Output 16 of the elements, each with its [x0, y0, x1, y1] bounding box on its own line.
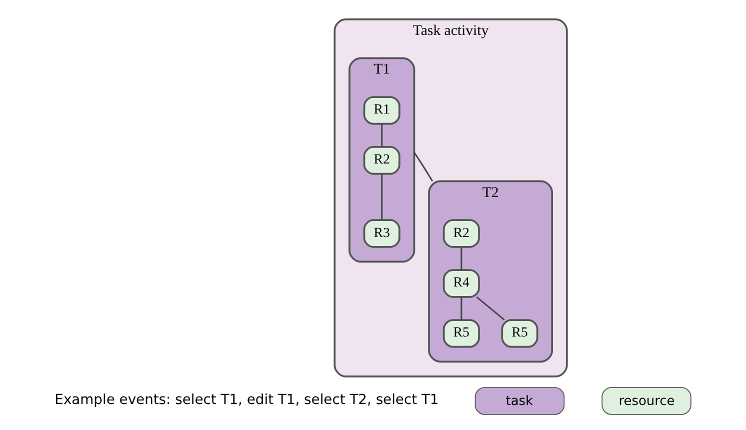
connector [460, 247, 462, 270]
legend-label: task [505, 394, 533, 409]
node-box: R2 [442, 219, 480, 248]
connector [460, 297, 462, 320]
connector [380, 174, 382, 220]
label: Example events: select T1, edit T1, select T2, select T1 [54, 392, 438, 408]
node-box: R3 [362, 219, 400, 248]
node-box: R5 [442, 319, 480, 348]
node-box: R5 [500, 319, 538, 348]
connector [380, 124, 382, 147]
connector [413, 152, 433, 182]
node-box: R2 [362, 146, 400, 175]
node-box: R1 [362, 96, 400, 125]
legend-label: resource [618, 394, 674, 409]
connector [476, 296, 504, 320]
node-box: R4 [442, 269, 480, 298]
